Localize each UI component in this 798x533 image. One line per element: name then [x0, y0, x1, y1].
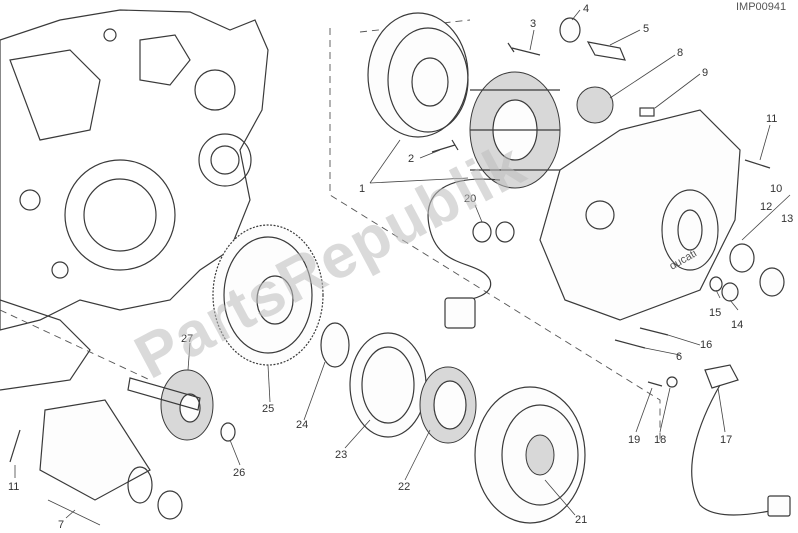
callout-13: 13: [781, 213, 793, 225]
washer-26: [220, 422, 236, 442]
plug-13: [759, 267, 785, 297]
callout-2: 2: [408, 153, 414, 165]
bolt-16: [639, 327, 669, 336]
callout-11-cover: 11: [766, 113, 777, 125]
starter-gear-25: [212, 224, 324, 366]
bushing-24: [320, 322, 350, 368]
stator-connector: [444, 297, 476, 329]
seal-15: [709, 276, 723, 292]
bolt-11-cover: [744, 159, 771, 169]
flywheel-rotor: [367, 12, 469, 138]
callout-20: 20: [464, 193, 476, 205]
pickup-sensor-17: [704, 364, 739, 389]
stator-wiring: [427, 178, 501, 301]
o-ring-20a: [472, 221, 492, 243]
washer-4: [559, 17, 581, 43]
o-ring-12: [729, 243, 755, 273]
callout-22: 22: [398, 481, 410, 493]
callout-7: 7: [58, 519, 64, 531]
freewheel-22: [419, 366, 477, 444]
callout-25: 25: [262, 403, 274, 415]
callout-8: 8: [677, 47, 683, 59]
callout-24: 24: [296, 419, 308, 431]
callout-19: 19: [628, 434, 640, 446]
callout-18: 18: [654, 434, 666, 446]
callout-1: 1: [359, 183, 365, 195]
leader-lines: [14, 9, 791, 526]
reference-code: IMP00941: [736, 1, 786, 13]
callout-5: 5: [643, 23, 649, 35]
sensor-cable: [691, 384, 776, 516]
callout-9: 9: [702, 67, 708, 79]
assembly-outline-right: [359, 19, 471, 33]
stator: [469, 71, 561, 189]
idler-pin-5: [586, 41, 626, 61]
idler-shaft: [127, 377, 201, 411]
callout-3: 3: [530, 18, 536, 30]
washer-18: [666, 376, 678, 388]
assembly-outline: [329, 28, 661, 440]
callout-labels: 1 2 3 4 5 6 7 8 9 10 11 11 12 13 14 15 1…: [8, 3, 793, 531]
bolt-11-starter: [9, 429, 21, 463]
bolt-6: [614, 339, 646, 349]
callout-6: 6: [676, 351, 682, 363]
bolt-19: [647, 381, 663, 387]
callout-16: 16: [700, 339, 712, 351]
clutch-plate-23: [349, 332, 427, 438]
callout-4: 4: [583, 3, 589, 15]
assembly-outline-left: [0, 309, 151, 381]
dowel-9: [639, 107, 655, 117]
callout-17: 17: [720, 434, 732, 446]
plug-14: [721, 282, 739, 302]
o-ring-20b: [495, 221, 515, 243]
callout-11-starter: 11: [8, 481, 19, 493]
bolt-2: [431, 139, 459, 153]
callout-14: 14: [731, 319, 743, 331]
sensor-connector: [767, 495, 791, 517]
callout-21: 21: [575, 514, 587, 526]
callout-12: 12: [760, 201, 772, 213]
generator-cover: ducati: [539, 109, 741, 321]
callout-15: 15: [709, 307, 721, 319]
o-ring-7: [157, 490, 183, 520]
callout-26: 26: [233, 467, 245, 479]
gear-8: [576, 86, 614, 124]
callout-10: 10: [770, 183, 782, 195]
bolt-3: [507, 42, 541, 56]
starter-motor: [39, 399, 153, 504]
flywheel-gear-21: [474, 386, 586, 524]
callout-23: 23: [335, 449, 347, 461]
callout-27: 27: [181, 333, 193, 345]
